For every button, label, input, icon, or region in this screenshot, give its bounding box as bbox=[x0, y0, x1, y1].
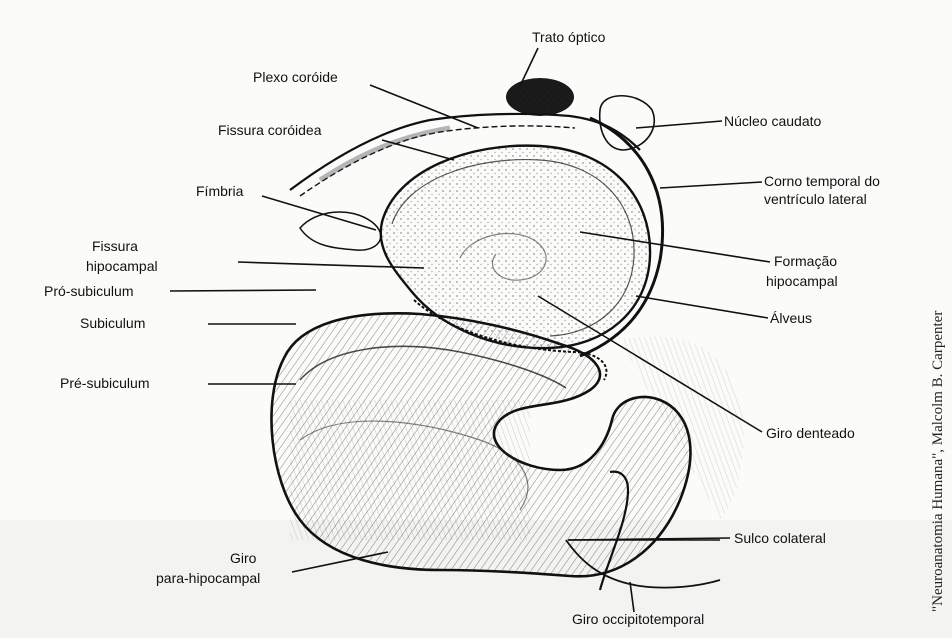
label-giro-para-1: Giro bbox=[230, 550, 257, 566]
label-subiculum: Subiculum bbox=[80, 315, 145, 331]
label-pre-subiculum: Pré-subiculum bbox=[60, 375, 149, 391]
label-giro-para-2: para-hipocampal bbox=[156, 570, 260, 586]
label-fissura-hipocampal-2: hipocampal bbox=[86, 258, 158, 274]
fimbria-shape bbox=[300, 212, 381, 250]
label-fimbria: Fímbria bbox=[196, 183, 244, 199]
label-formacao-hipocampal-2: hipocampal bbox=[766, 273, 838, 289]
leader-pro-subiculum bbox=[170, 290, 316, 291]
label-pro-subiculum: Pró-subiculum bbox=[44, 283, 133, 299]
leader-alveus bbox=[636, 296, 768, 318]
label-fissura-coroidea: Fissura coróidea bbox=[218, 122, 322, 138]
label-trato-optico: Trato óptico bbox=[532, 29, 606, 45]
label-sulco-colateral: Sulco colateral bbox=[734, 530, 826, 546]
label-formacao-hipocampal-1: Formação bbox=[774, 253, 837, 269]
label-nucleo-caudato: Núcleo caudato bbox=[724, 113, 822, 129]
credit-text: "Neuroanatomia Humana", Malcolm B. Carpe… bbox=[930, 311, 946, 612]
label-fissura-hipocampal-1: Fissura bbox=[92, 238, 138, 254]
label-plexo-coroide: Plexo coróide bbox=[253, 69, 338, 85]
label-giro-occipitotemporal: Giro occipitotemporal bbox=[572, 611, 704, 627]
label-alveus: Álveus bbox=[770, 310, 812, 326]
label-corno-temporal-1: Corno temporal do bbox=[764, 173, 880, 189]
label-corno-temporal-2: ventrículo lateral bbox=[764, 191, 867, 207]
label-giro-denteado: Giro denteado bbox=[766, 425, 855, 441]
leader-corno-temporal bbox=[660, 182, 762, 188]
leader-fissura-coroidea bbox=[382, 140, 454, 160]
